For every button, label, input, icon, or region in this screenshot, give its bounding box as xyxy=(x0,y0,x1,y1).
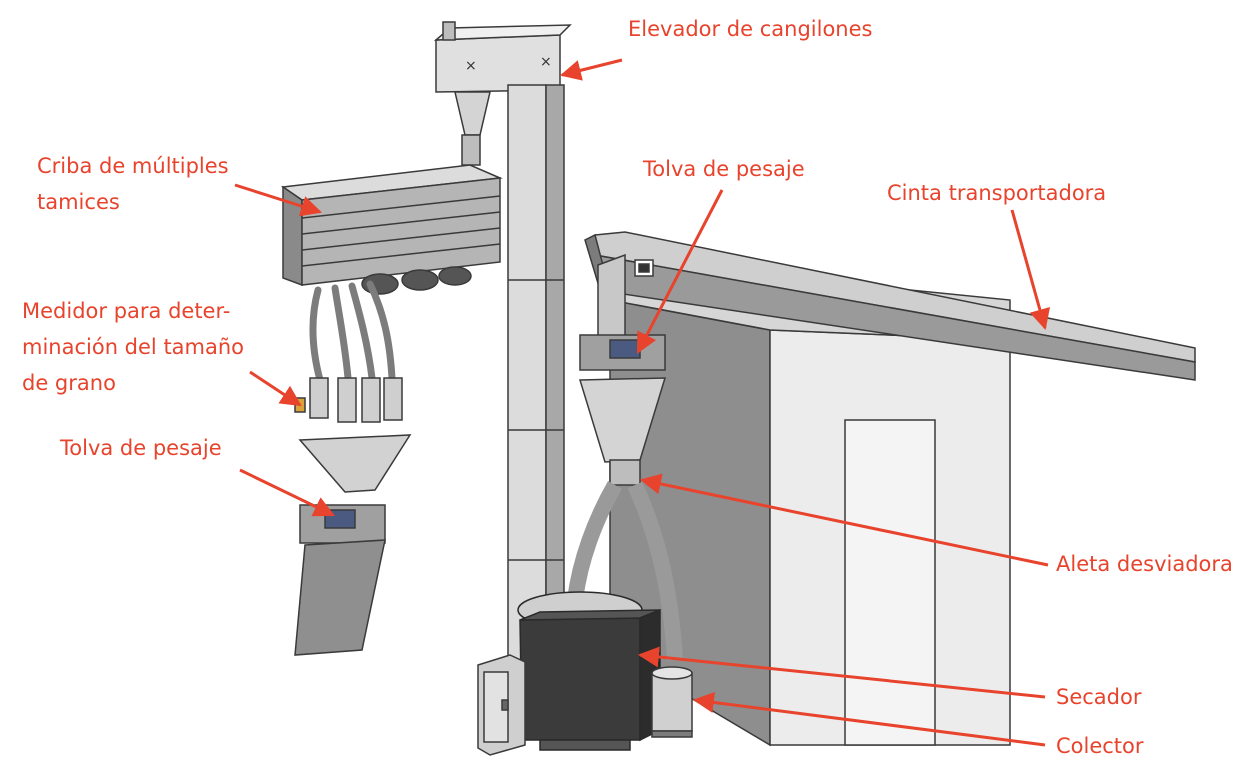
label-collector: Colector xyxy=(1056,734,1144,758)
arrow-dryer xyxy=(637,646,1046,699)
diverter-flap xyxy=(609,459,641,486)
label-diverter: Aleta desviadora xyxy=(1056,552,1233,576)
arrow-diverter xyxy=(639,473,1049,567)
label-elevator: Elevador de cangilones xyxy=(628,17,873,41)
label-hopper-right: Tolva de pesaje xyxy=(643,157,805,181)
control-cabinet xyxy=(477,654,526,756)
arrow-sieve xyxy=(234,183,323,217)
dryer xyxy=(517,591,661,751)
label-meter-line2: minación del tamaño xyxy=(22,335,245,359)
arrow-meter xyxy=(249,370,302,407)
label-meter-line1: Medidor para deter- xyxy=(22,299,231,323)
svg-text:×: × xyxy=(465,58,477,74)
weighing-hopper-right xyxy=(578,253,667,463)
diverter-pipes xyxy=(567,481,683,661)
arrow-elevator xyxy=(559,58,623,81)
label-dryer: Secador xyxy=(1056,685,1142,709)
label-sieve-line1: Criba de múltiples xyxy=(37,154,229,178)
label-meter-line3: de grano xyxy=(22,371,116,395)
label-hopper-left: Tolva de pesaje xyxy=(60,436,222,460)
svg-text:×: × xyxy=(540,54,552,70)
callout-arrows xyxy=(234,58,1051,747)
multi-sieve-machine xyxy=(280,164,503,295)
arrow-hopper-right xyxy=(636,189,724,354)
arrow-collector xyxy=(692,691,1046,747)
arrow-hopper-left xyxy=(239,468,335,517)
label-sieve-line2: tamices xyxy=(37,190,120,214)
arrow-conveyor xyxy=(1010,209,1051,331)
collector xyxy=(651,666,693,738)
weighing-hopper-left xyxy=(294,434,412,656)
grain-size-meter xyxy=(294,377,403,423)
label-conveyor: Cinta transportadora xyxy=(887,181,1107,205)
building-door xyxy=(844,419,936,746)
sample-tubes xyxy=(309,280,396,384)
